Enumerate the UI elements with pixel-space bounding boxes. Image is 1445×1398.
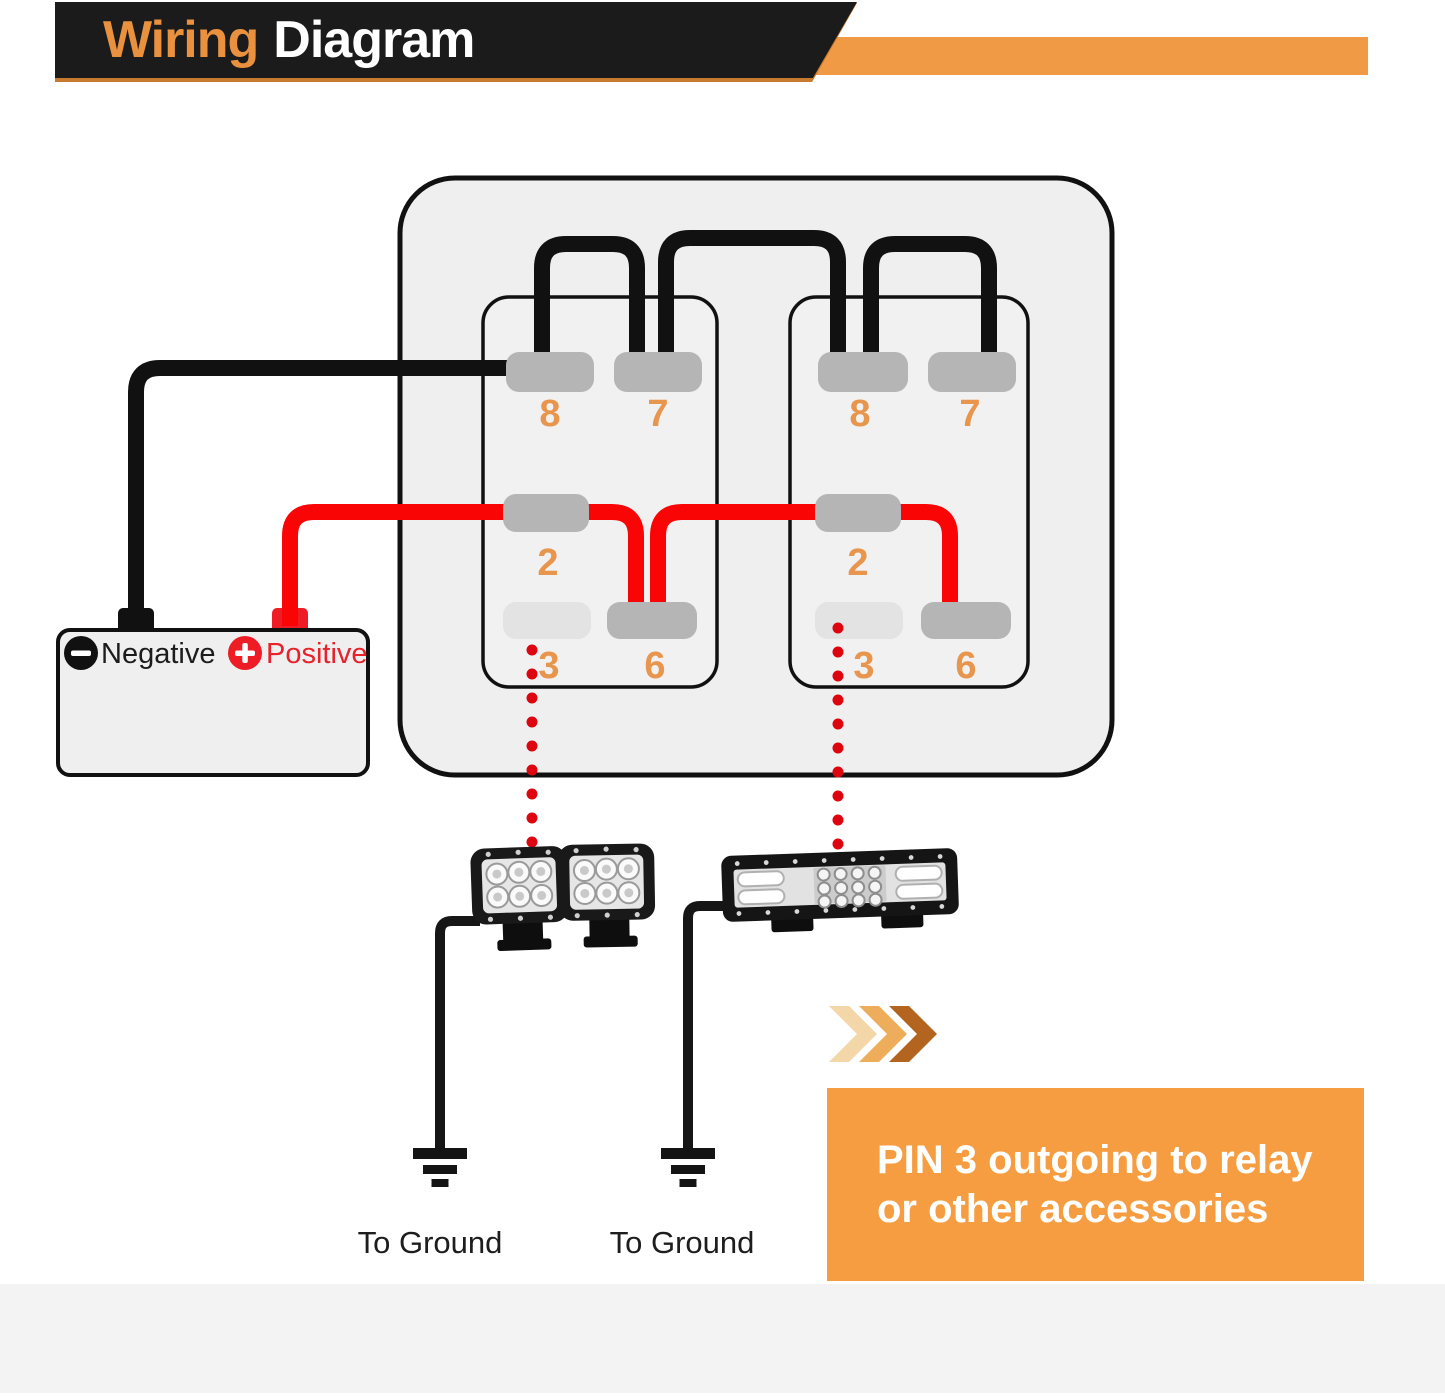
left-pin-3 xyxy=(503,602,591,639)
right-pin-6-label: 6 xyxy=(955,645,976,687)
chevron-light xyxy=(829,1006,877,1062)
right-pin-8-label: 8 xyxy=(849,393,870,435)
left-pin-7 xyxy=(614,352,702,392)
jumper-right-pin8-pin7 xyxy=(863,236,997,368)
right-switch-outline xyxy=(788,295,1030,689)
ground-symbol-right xyxy=(661,1148,715,1187)
red-power-wires xyxy=(282,504,958,626)
left-pin-6-label: 6 xyxy=(644,645,665,687)
right-pin-3-label: 3 xyxy=(853,645,874,687)
left-pin-8 xyxy=(506,352,594,392)
light-bar-screws xyxy=(734,854,945,916)
plus-icon-vbar xyxy=(242,643,248,663)
light-bar-center-leds xyxy=(816,865,883,909)
page-title-secondary: Diagram xyxy=(273,11,475,69)
negative-label: Negative xyxy=(101,638,215,670)
right-pin-3 xyxy=(815,602,903,639)
chevron-mid xyxy=(859,1006,907,1062)
led-light-bar xyxy=(721,848,959,933)
battery-labels: Negative Positive xyxy=(64,636,368,670)
ground-bar-1 xyxy=(661,1148,715,1159)
jumper-left-pin7-right-pin8 xyxy=(658,230,846,368)
ground-label-right: To Ground xyxy=(610,1225,755,1260)
ground-bar-3 xyxy=(431,1179,449,1187)
left-pin-3-label: 3 xyxy=(538,645,559,687)
chevron-dark xyxy=(889,1006,937,1062)
page-title-primary: Wiring xyxy=(103,11,259,69)
right-pin-6 xyxy=(921,602,1011,639)
pod-ground-wire xyxy=(435,916,480,1148)
right-pin-2 xyxy=(815,494,901,532)
bottom-background-strip xyxy=(0,1284,1445,1393)
led-pod-light-2 xyxy=(557,842,657,949)
black-jumper-wires xyxy=(128,230,997,626)
header-banner: Wiring Diagram xyxy=(55,2,857,78)
right-pin-7 xyxy=(928,352,1016,392)
positive-label: Positive xyxy=(266,638,368,670)
chevrons-icon xyxy=(829,1006,937,1062)
bar-ground-wire xyxy=(683,901,750,1148)
note-box xyxy=(827,1088,1364,1281)
note-line-1: PIN 3 outgoing to relay xyxy=(877,1138,1313,1182)
ground-bar-2 xyxy=(671,1165,705,1174)
left-pin-7-label: 7 xyxy=(647,393,668,435)
ground-label-left: To Ground xyxy=(358,1225,503,1260)
negative-wire xyxy=(128,360,548,626)
header-accent-bar xyxy=(795,37,1368,75)
jumper-left-pin8-pin7 xyxy=(534,236,645,368)
battery-box xyxy=(56,628,370,777)
light-bar-side-strips xyxy=(736,864,944,906)
ground-bar-2 xyxy=(423,1165,457,1174)
note-line-2: or other accessories xyxy=(877,1187,1268,1231)
ground-wires xyxy=(435,901,750,1148)
ground-symbol-left xyxy=(413,1148,467,1187)
positive-wire-to-left-switch xyxy=(282,504,644,626)
right-pin-7-label: 7 xyxy=(959,393,980,435)
pin-number-labels: 8 7 2 3 6 8 7 2 3 6 xyxy=(537,393,980,687)
left-pin-6 xyxy=(607,602,697,639)
left-pin-2-label: 2 xyxy=(537,542,558,584)
led-pod-light-1 xyxy=(469,844,571,953)
right-pin-8 xyxy=(818,352,908,392)
right-switch-pins xyxy=(815,352,1016,639)
ground-bar-3 xyxy=(679,1179,697,1187)
ground-bar-1 xyxy=(413,1148,467,1159)
left-switch-pins xyxy=(503,352,702,639)
minus-icon-bar xyxy=(71,650,91,656)
positive-jumper-to-right-switch xyxy=(650,504,958,615)
pin3-dotted-lines xyxy=(526,622,844,858)
left-pin-8-label: 8 xyxy=(539,393,560,435)
right-pin-2-label: 2 xyxy=(847,542,868,584)
left-pin-2 xyxy=(503,494,589,532)
